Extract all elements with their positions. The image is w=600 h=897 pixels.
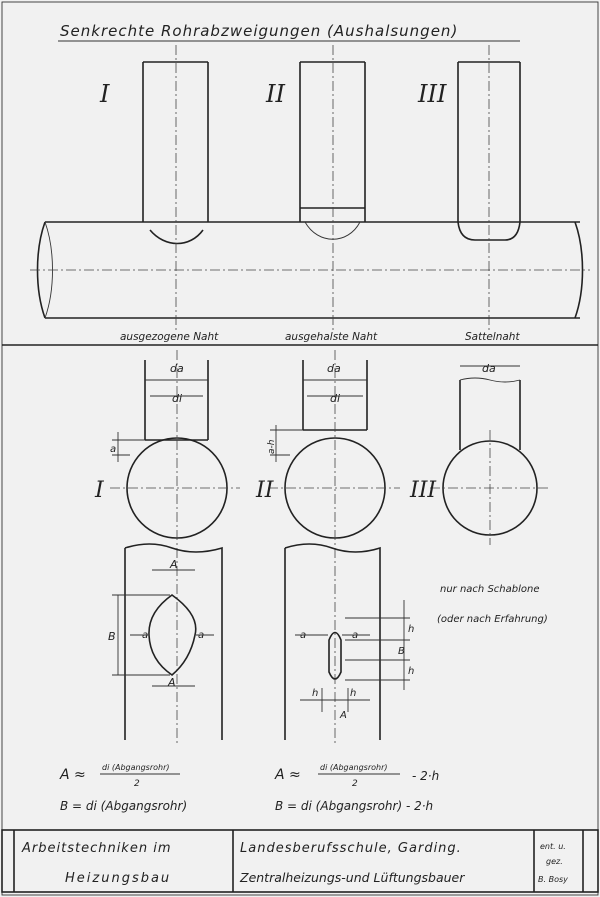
section-I-detail [110,350,240,745]
formula-right-B: B = di (Abgangsrohr) - 2·h [275,799,433,813]
numeral-II: II [255,478,275,503]
dim-a-II-right: a [352,630,358,641]
dim-di-II: di [330,392,340,405]
school-line2: Zentralheizungs-und Lüftungsbauer [239,870,465,885]
title-block [1,829,599,893]
dim-di-I: di [172,392,182,405]
formula-right-A-suffix: - 2·h [412,769,439,783]
dim-h-II-lower: h [408,666,414,677]
section-III-detail [430,365,550,545]
formula-left-A-prefix: A ≈ [59,767,86,783]
numeral-I: I [94,478,105,503]
formula-right-A-den: 2 [352,779,358,789]
subject-line1: Arbeitstechniken im [21,841,171,856]
drawing-title: Senkrechte Rohrabzweigungen (Aushalsunge… [60,22,458,40]
dim-a-II-left: a [300,630,306,641]
note-experience: (oder nach Erfahrung) [437,614,548,625]
author-line1: ent. u. [540,842,566,851]
formula-left-A-den: 2 [134,779,140,789]
numeral-I-top: I [99,80,110,108]
dim-h-II-left: h [312,688,318,699]
formula-right-A-num: di (Abgangsrohr) [320,763,387,772]
numeral-III-top: III [417,80,447,108]
seam-label-3: Sattelnaht [465,331,520,343]
numeral-II-top: II [265,80,285,108]
dim-ah-II: a-h [267,439,277,454]
dim-da-II: da [327,362,341,375]
seam-label-1: ausgezogene Naht [120,331,219,343]
branch-I-elevation [142,45,209,330]
dim-h-II-upper: h [408,624,414,635]
dim-A-I-top: A [169,558,178,571]
school-line1: Landesberufsschule, Garding. [240,841,462,856]
seam-label-2: ausgehalste Naht [285,331,378,343]
formula-left-A-num: di (Abgangsrohr) [102,763,169,772]
formula-left-B: B = di (Abgangsrohr) [60,799,187,813]
main-pipe-elevation [30,221,590,319]
dim-B-I: B [108,630,116,643]
dim-a-I-right: a [198,630,204,641]
formula-right-A-prefix: A ≈ [274,767,301,783]
dim-h-II-right: h [350,688,356,699]
note-template: nur nach Schablone [440,584,540,595]
section-II-detail [268,350,410,745]
author-line2: gez. [546,857,563,866]
dim-A-I-bottom: A [167,676,176,689]
dim-da-III: da [482,362,496,375]
branch-II-elevation [299,45,366,330]
dim-a-I: a [110,444,116,455]
author-line3: B. Bosy [538,875,568,884]
dim-da-I: da [170,362,184,375]
dim-A-II: A [339,710,347,721]
dim-B-II: B [398,646,405,657]
numeral-III: III [409,478,437,503]
subject-line2: Heizungsbau [65,871,171,886]
branch-III-elevation [457,45,521,330]
dim-a-I-left: a [142,630,148,641]
